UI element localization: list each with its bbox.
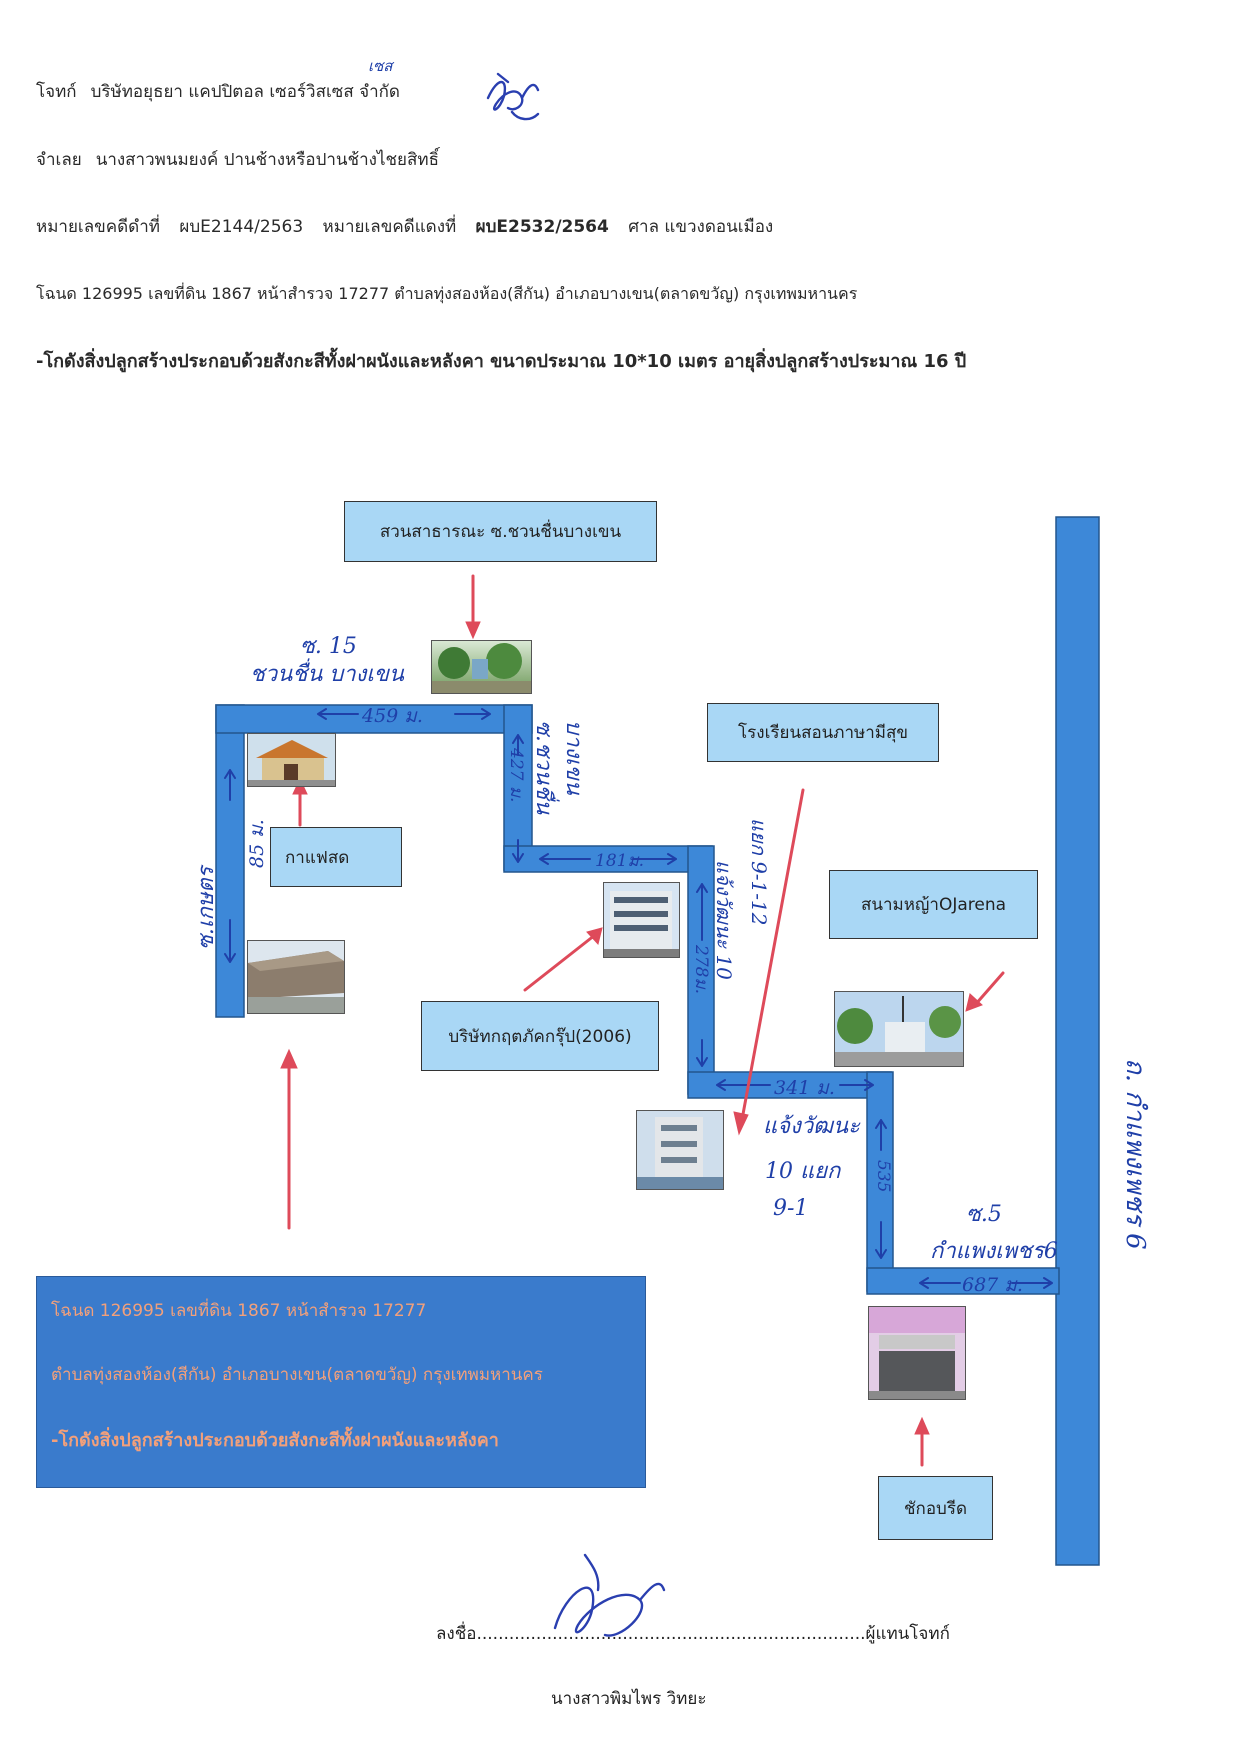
changwattana-label-line2: 10 แยก [765, 1159, 841, 1184]
plaintiff-label: โจทก์ [36, 82, 77, 102]
chicken-label-box: ชักอบรีด [878, 1476, 993, 1540]
arrow-181 [539, 853, 677, 865]
school-label: โรงเรียนสอนภาษามีสุข [738, 723, 908, 743]
defendant-label: จำเลย [36, 150, 82, 170]
signature-dots: ........................................… [476, 1624, 866, 1644]
company-arrow [523, 933, 597, 992]
black-case-label: หมายเลขคดีดำที่ [36, 217, 160, 237]
soi5-label-line2: กำแพงเพชร6 [930, 1239, 1058, 1264]
football-field-photo [834, 991, 964, 1067]
property-legend-box: โฉนด 126995 เลขที่ดิน 1867 หน้าสำรวจ 172… [36, 1276, 646, 1488]
main-road-label: ถ. กำแพงเพชร 6 [1120, 1058, 1150, 1250]
red-case-number: ผบE2532/2564 [475, 217, 609, 237]
arrow-427 [512, 734, 524, 863]
arrow-341 [716, 1079, 874, 1091]
football-label-box: สนามหญ้าOJarena [829, 870, 1038, 939]
warehouse-photo [247, 940, 345, 1014]
defendant-line: จำเลย นางสาวพนมยงค์ ปานช้างหรือปานช้างไชย… [36, 146, 453, 173]
arrow-535 [875, 1119, 887, 1259]
sign-label: ลงชื่อ [436, 1624, 477, 1644]
distance-687: 687 ม. [962, 1274, 1023, 1296]
arrow-278 [696, 883, 708, 1067]
soi15-label-line1: ซ. 15 [300, 634, 357, 659]
signature-line: ลงชื่อ..................................… [436, 1620, 950, 1647]
distance-85: 85 ม. [246, 819, 268, 868]
coffee-label-box: กาแฟสด [270, 827, 402, 887]
soi15-label-line2: ชวนชื่น บางเขน [250, 662, 404, 687]
distance-535: 535 [873, 1160, 893, 1193]
road-soi-ket [215, 704, 245, 1018]
park-photo [431, 640, 532, 694]
changwattana-vertical-sub-label: แยก 9-1-12 [747, 818, 771, 926]
football-arrow [973, 971, 1005, 1007]
soi-building-photo [636, 1110, 724, 1190]
distance-427: 427 ม. [506, 748, 526, 803]
football-label: สนามหญ้าOJarena [860, 895, 1007, 915]
distance-278: 278ม. [691, 945, 711, 995]
legend-location: ตำบลทุ่งสองห้อง(สีกัน) อำเภอบางเขน(ตลาดข… [51, 1365, 543, 1385]
arrow-85 [224, 769, 236, 963]
plaintiff-line: โจทก์ บริษัทอยุธยา แคปปิตอล เซอร์วิสเซส จ… [36, 78, 414, 105]
changwattana-label-line3: 9-1 [773, 1196, 809, 1221]
company-building-photo [603, 882, 680, 958]
chuanchuen-label-line2: บางเขน [561, 720, 586, 795]
company-label-box: บริษัทกฤตภัคกรุ๊ป(2006) [421, 1001, 659, 1071]
coffee-shop-photo [247, 733, 336, 787]
road-soi5 [866, 1267, 1060, 1295]
distance-459: 459 ม. [362, 705, 423, 727]
defendant-name: นางสาวพนมยงค์ ปานช้างหรือปานช้างไชยสิทธิ… [95, 150, 439, 170]
initials-signature [486, 72, 540, 121]
school-arrow [739, 788, 805, 1127]
signer-name: นางสาวพิมไพร วิทยะ [551, 1689, 707, 1709]
building-description: -โกดังสิ่งปลูกสร้างประกอบด้วยสังกะสีทั้ง… [36, 351, 967, 372]
distance-341: 341 ม. [774, 1077, 835, 1099]
legend-deed: โฉนด 126995 เลขที่ดิน 1867 หน้าสำรวจ 172… [51, 1301, 427, 1321]
laundry-shop-photo [868, 1306, 966, 1400]
court-name: ศาล แขวงดอนเมือง [628, 217, 774, 237]
representative-role: ผู้แทนโจทก์ [865, 1624, 950, 1644]
arrow-687 [919, 1277, 1053, 1289]
arrow-459 [317, 708, 491, 720]
plaintiff-correction: เซส [368, 57, 393, 75]
company-label: บริษัทกฤตภัคกรุ๊ป(2006) [448, 1026, 632, 1047]
representative-signature [553, 1553, 666, 1637]
school-label-box: โรงเรียนสอนภาษามีสุข [707, 703, 939, 762]
coffee-label: กาแฟสด [285, 847, 350, 868]
main-road [1055, 516, 1100, 1566]
deed-line: โฉนด 126995 เลขที่ดิน 1867 หน้าสำรวจ 172… [36, 284, 858, 303]
changwattana-label-line1: แจ้งวัฒนะ [763, 1114, 860, 1139]
park-label-box: สวนสาธารณะ ซ.ชวนชื่นบางเขน [344, 501, 657, 562]
red-case-label: หมายเลขคดีแดงที่ [322, 217, 457, 237]
black-case-number: ผบE2144/2563 [179, 217, 304, 237]
soi5-label-line1: ซ.5 [966, 1202, 1002, 1227]
soi-ket-label: ซ.เกษตร [194, 866, 219, 950]
legend-building: -โกดังสิ่งปลูกสร้างประกอบด้วยสังกะสีทั้ง… [51, 1430, 499, 1451]
distance-181: 181ม. [595, 851, 645, 871]
park-label: สวนสาธารณะ ซ.ชวนชื่นบางเขน [379, 522, 622, 542]
plaintiff-name: บริษัทอยุธยา แคปปิตอล เซอร์วิสเซส จำกัด [90, 82, 400, 102]
chicken-label: ชักอบรีด [903, 1498, 967, 1519]
case-line: หมายเลขคดีดำที่ ผบE2144/2563 หมายเลขคดีแ… [36, 213, 787, 240]
